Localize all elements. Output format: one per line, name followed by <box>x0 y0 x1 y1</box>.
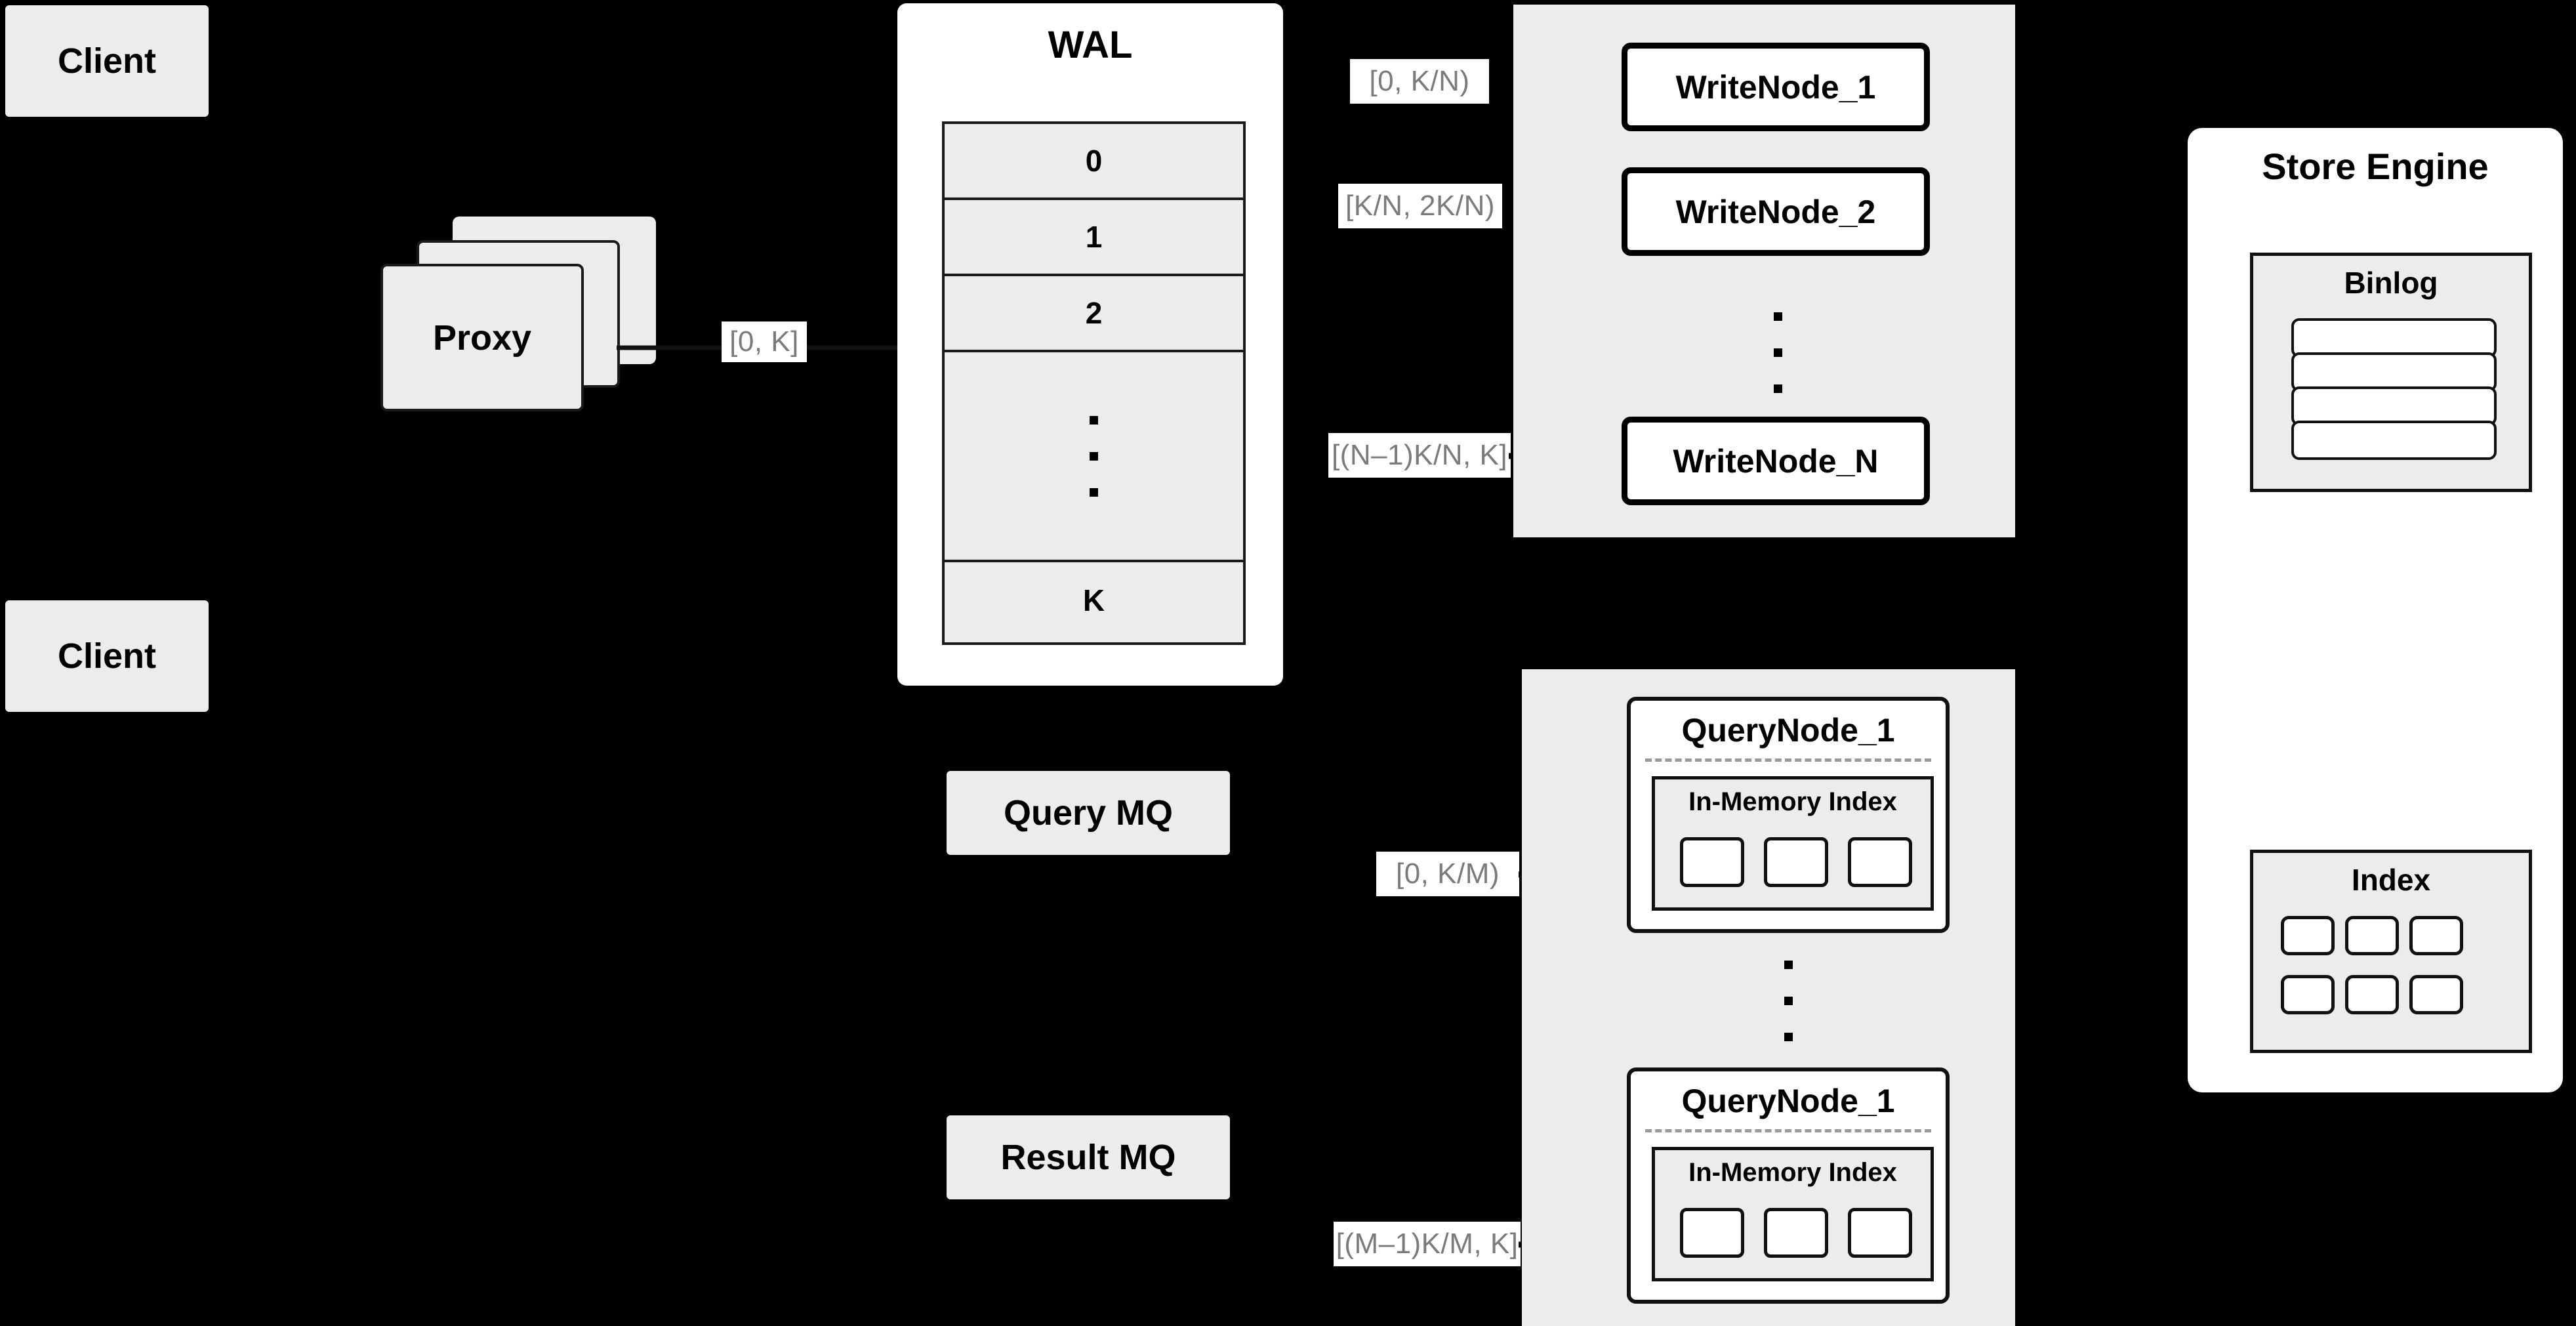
index-title: Index <box>2351 863 2431 897</box>
query-node-1-divider <box>1645 758 1931 762</box>
in-memory-index-m: In-Memory Index <box>1652 1147 1934 1281</box>
ellipsis-dot <box>1090 451 1098 461</box>
binlog-box: Binlog <box>2250 253 2532 492</box>
range-label-query-m: [(M–1)K/M, K] <box>1334 1222 1521 1266</box>
write-node-1[interactable]: WriteNode_1 <box>1622 43 1930 131</box>
in-memory-index-m-title: In-Memory Index <box>1688 1158 1897 1187</box>
in-memory-index-1-title: In-Memory Index <box>1688 787 1897 816</box>
index-cell[interactable] <box>2345 975 2399 1014</box>
query-node-group: QueryNode_1 In-Memory Index QueryNode_1 … <box>1522 669 2015 1326</box>
index-cell[interactable] <box>2409 975 2463 1014</box>
client-label-2: Client <box>57 636 156 676</box>
ellipsis-dot <box>1773 384 1782 393</box>
binlog-row[interactable] <box>2291 421 2497 460</box>
index-cell[interactable] <box>2281 975 2335 1014</box>
wal-title: WAL <box>1048 24 1133 66</box>
write-node-n[interactable]: WriteNode_N <box>1622 417 1930 505</box>
ellipsis-dot <box>1784 996 1793 1005</box>
write-node-n-label: WriteNode_N <box>1673 442 1879 480</box>
index-chip[interactable] <box>1848 1208 1912 1258</box>
index-chip[interactable] <box>1680 837 1744 887</box>
query-mq-label: Query MQ <box>1003 793 1174 833</box>
write-node-2[interactable]: WriteNode_2 <box>1622 167 1930 256</box>
in-memory-index-1: In-Memory Index <box>1652 776 1934 911</box>
query-node-m-divider <box>1645 1129 1931 1132</box>
query-node-m[interactable]: QueryNode_1 In-Memory Index <box>1627 1067 1950 1304</box>
range-label-proxy-to-wal: [0, K] <box>722 321 807 362</box>
wal-row-0[interactable]: 0 <box>945 124 1243 200</box>
ellipsis-dot <box>1784 1032 1793 1041</box>
wal-row-k[interactable]: K <box>945 562 1243 638</box>
index-chip[interactable] <box>1764 837 1828 887</box>
index-box: Index <box>2250 850 2532 1053</box>
ellipsis-dot <box>1090 415 1098 425</box>
ellipsis-dot <box>1773 348 1782 357</box>
result-mq-label: Result MQ <box>1000 1138 1176 1177</box>
range-label-query-1: [0, K/M) <box>1376 852 1519 896</box>
query-node-1[interactable]: QueryNode_1 In-Memory Index <box>1627 697 1950 933</box>
write-node-ellipsis <box>1732 280 1824 425</box>
wal-row-1[interactable]: 1 <box>945 200 1243 276</box>
proxy-label: Proxy <box>432 318 532 358</box>
range-label-write-n: [(N–1)K/N, K] <box>1328 433 1511 478</box>
index-chip[interactable] <box>1764 1208 1828 1258</box>
binlog-row[interactable] <box>2291 386 2497 426</box>
ellipsis-dot <box>1773 312 1782 321</box>
wal-panel: WAL 0 1 2 K <box>897 3 1283 686</box>
result-mq-box[interactable]: Result MQ <box>947 1115 1230 1199</box>
binlog-title: Binlog <box>2344 266 2438 300</box>
store-engine-title: Store Engine <box>2262 146 2489 187</box>
index-chip[interactable] <box>1680 1208 1744 1258</box>
client-box-1[interactable]: Client <box>5 5 209 117</box>
write-node-2-label: WriteNode_2 <box>1675 193 1876 230</box>
query-mq-box[interactable]: Query MQ <box>947 771 1230 855</box>
write-node-1-label: WriteNode_1 <box>1675 68 1876 106</box>
query-node-1-title: QueryNode_1 <box>1681 712 1895 749</box>
index-chip[interactable] <box>1848 837 1912 887</box>
query-node-ellipsis <box>1742 958 1834 1043</box>
wal-row-ellipsis <box>945 352 1243 562</box>
binlog-row[interactable] <box>2291 318 2497 358</box>
range-label-write-1: [0, K/N) <box>1350 59 1489 104</box>
index-cell[interactable] <box>2409 916 2463 955</box>
binlog-row[interactable] <box>2291 352 2497 392</box>
proxy-stack[interactable]: Proxy <box>380 217 656 433</box>
query-node-m-title: QueryNode_1 <box>1681 1083 1895 1119</box>
wal-row-2[interactable]: 2 <box>945 276 1243 352</box>
client-label-1: Client <box>57 41 156 81</box>
wal-table: 0 1 2 K <box>942 121 1246 645</box>
index-cell[interactable] <box>2345 916 2399 955</box>
client-box-2[interactable]: Client <box>5 600 209 712</box>
ellipsis-dot <box>1090 487 1098 497</box>
range-label-write-2: [K/N, 2K/N) <box>1338 184 1502 228</box>
store-engine-panel: Store Engine Binlog Index <box>2188 128 2563 1092</box>
write-node-group: WriteNode_1 WriteNode_2 WriteNode_N <box>1513 5 2015 537</box>
proxy-card-front[interactable]: Proxy <box>380 264 584 411</box>
index-cell[interactable] <box>2281 916 2335 955</box>
ellipsis-dot <box>1784 960 1793 969</box>
